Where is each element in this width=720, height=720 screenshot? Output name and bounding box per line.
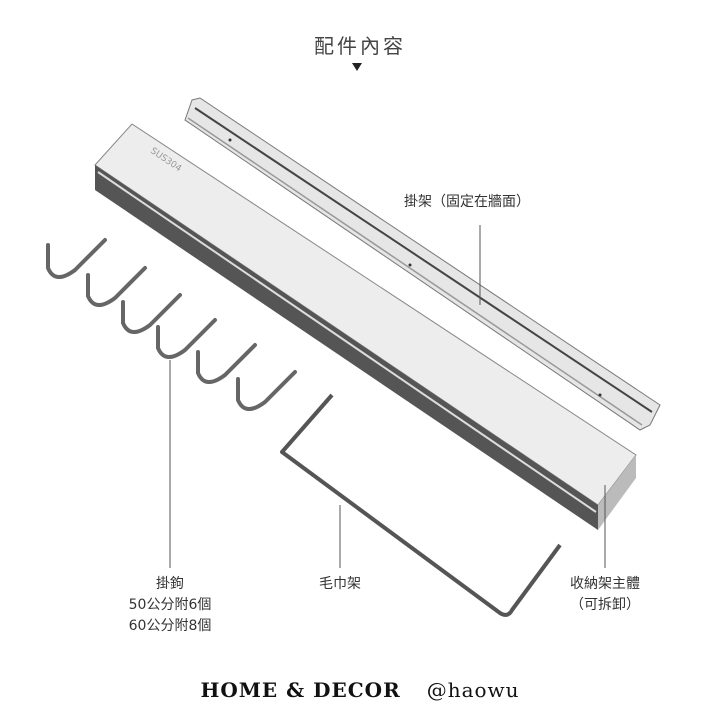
wall-rail-label: 掛架（固定在牆面） [404, 194, 530, 210]
hooks-label: 掛鉤 50公分附6個 60公分附8個 [100, 574, 240, 637]
hooks-50cm: 50公分附6個 [128, 597, 212, 613]
rack-body-title: 收納架主體 [570, 576, 640, 592]
wall-rail [184, 97, 661, 431]
towel-bar-label: 毛巾架 [319, 576, 361, 592]
rack-body-label: 收納架主體 （可拆卸） [555, 574, 655, 616]
social-handle: @haowu [426, 678, 520, 702]
down-arrow-icon [352, 63, 362, 71]
brand-logo: HOME & DECOR [200, 678, 401, 702]
leader-lines [169, 225, 606, 568]
hooks [46, 238, 297, 411]
page-title: 配件內容 [314, 34, 406, 58]
footer: HOME & DECOR @haowu [0, 678, 720, 702]
towel-bar [280, 393, 562, 617]
rack-body: SUS304 [94, 123, 637, 530]
hooks-title: 掛鉤 [156, 576, 184, 592]
rack-body-note: （可拆卸） [570, 597, 640, 613]
hooks-60cm: 60公分附8個 [128, 618, 212, 634]
